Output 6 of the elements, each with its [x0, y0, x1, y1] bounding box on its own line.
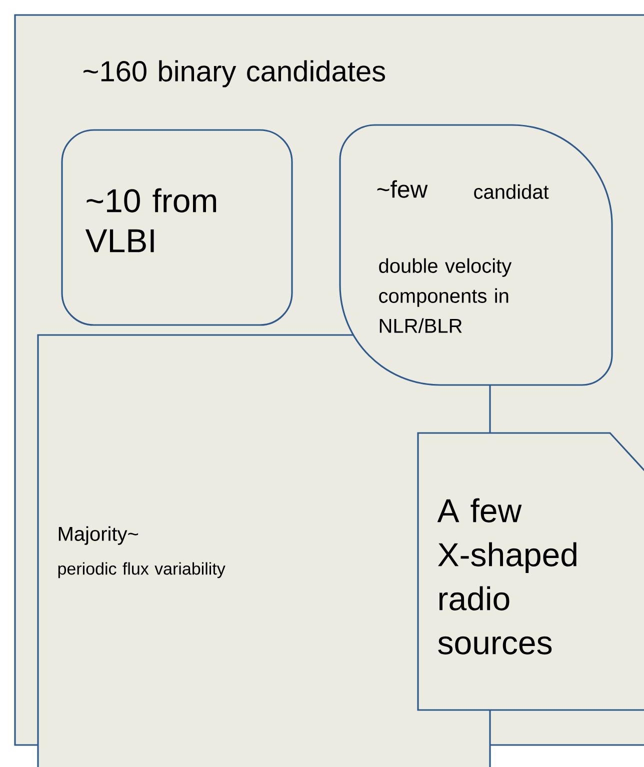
- cut-corner-box: A few X-shaped radio sources: [417, 432, 644, 711]
- node-label: ~160 binary candidates: [84, 60, 386, 88]
- rounded-box: ~few candidat double velocity components in NLR/BLR: [339, 124, 613, 386]
- node-label: Majority~: [58, 526, 138, 545]
- node-label: periodic flux variability: [58, 562, 226, 578]
- rounded-box: ~10 from VLBI: [61, 129, 293, 326]
